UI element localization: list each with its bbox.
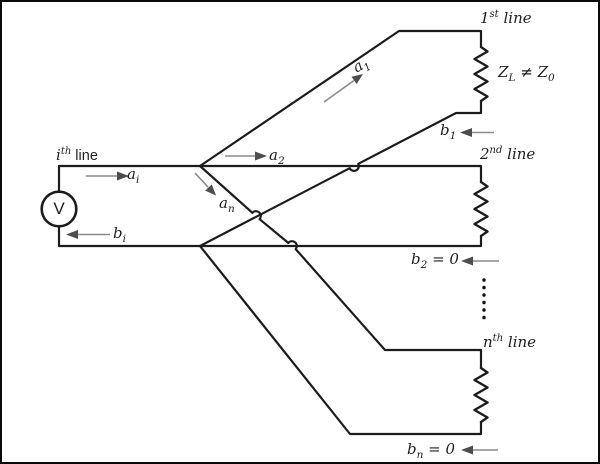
second-line-resistor xyxy=(473,180,489,238)
voltage-source-label: V xyxy=(53,198,65,218)
z-load: Z xyxy=(498,63,509,81)
a-i-label: ai xyxy=(127,167,139,186)
ith-line-top-wire xyxy=(57,164,202,194)
a-2-label: a2 xyxy=(269,148,285,167)
nth-line-ordinal: th xyxy=(492,333,504,344)
a-2-arrow-head xyxy=(255,151,267,161)
nth-line-top-wire xyxy=(198,164,483,370)
nth-line-num: n xyxy=(483,333,493,351)
nth-line-resistor xyxy=(473,366,489,424)
b-1-arrow-head xyxy=(460,128,472,137)
second-line-word: line xyxy=(502,145,536,163)
a-i-arrow-head xyxy=(117,171,129,181)
first-line-bottom-wire xyxy=(198,99,483,248)
a-n-label: an xyxy=(219,196,235,215)
b-1-label: b1 xyxy=(440,123,456,142)
ith-line-ordinal: th xyxy=(60,146,72,157)
b-2-arrow-head xyxy=(461,256,473,266)
a-i-sub: i xyxy=(135,174,140,186)
b-n-sub: n xyxy=(416,449,424,461)
b-i-label: bi xyxy=(113,226,126,245)
a-n-sub: n xyxy=(227,203,235,215)
b-2-sub: 2 xyxy=(420,259,428,271)
second-line-num: 2 xyxy=(480,145,490,163)
a-n-arrow-shaft xyxy=(194,172,209,188)
z-char: Z xyxy=(537,63,548,81)
second-line-top-wire xyxy=(198,164,483,184)
ith-line-bottom-wire xyxy=(57,224,202,248)
nth-line-word: line xyxy=(503,333,537,351)
first-line-word: line xyxy=(498,9,532,27)
b-n-base: b xyxy=(407,440,417,458)
ith-line-label: ith line xyxy=(56,147,98,164)
b-i-sub: i xyxy=(122,233,126,245)
second-line-ordinal: nd xyxy=(489,145,503,156)
first-line-top-wire xyxy=(198,29,483,168)
z-load-sub: L xyxy=(508,72,516,84)
a-2-sub: 2 xyxy=(277,155,285,167)
a-n-arrow-head xyxy=(205,184,216,196)
voltage-source-circle xyxy=(40,190,78,228)
neq-glyph: ≠ xyxy=(520,63,533,81)
first-line-ordinal: st xyxy=(489,9,499,20)
second-line-bottom-wire xyxy=(198,234,483,248)
ith-line-word: line xyxy=(71,148,98,164)
b-n-label: bn = 0 xyxy=(407,442,455,461)
b-1-sub: 1 xyxy=(449,130,457,142)
b-n-arrow-head xyxy=(461,445,473,455)
b-2-label: b2 = 0 xyxy=(411,252,459,271)
first-line-num: 1 xyxy=(480,9,490,27)
impedance-condition-label: ZL ≠ Z0 xyxy=(498,65,555,84)
ith-line-num: i xyxy=(56,146,61,164)
z-char-sub: 0 xyxy=(548,72,555,84)
b-2-eq: = 0 xyxy=(427,250,459,268)
a-1-arrow-shaft xyxy=(323,79,355,103)
b-i-base: b xyxy=(113,224,123,242)
a-i-base: a xyxy=(127,165,136,183)
b-2-base: b xyxy=(411,250,421,268)
a-1-arrow-head xyxy=(351,74,363,84)
nth-line-bottom-wire xyxy=(198,244,483,436)
first-line-label: 1st line xyxy=(480,10,532,26)
second-line-label: 2nd line xyxy=(480,146,535,162)
a-2-base: a xyxy=(269,146,278,164)
b-i-arrow-head xyxy=(66,230,78,239)
a-n-base: a xyxy=(219,194,228,212)
b-n-eq: = 0 xyxy=(423,440,456,458)
b-1-base: b xyxy=(440,121,450,139)
neq-sign: ≠ xyxy=(515,63,537,81)
nth-line-label: nth line xyxy=(483,334,536,350)
first-line-resistor xyxy=(473,45,489,103)
